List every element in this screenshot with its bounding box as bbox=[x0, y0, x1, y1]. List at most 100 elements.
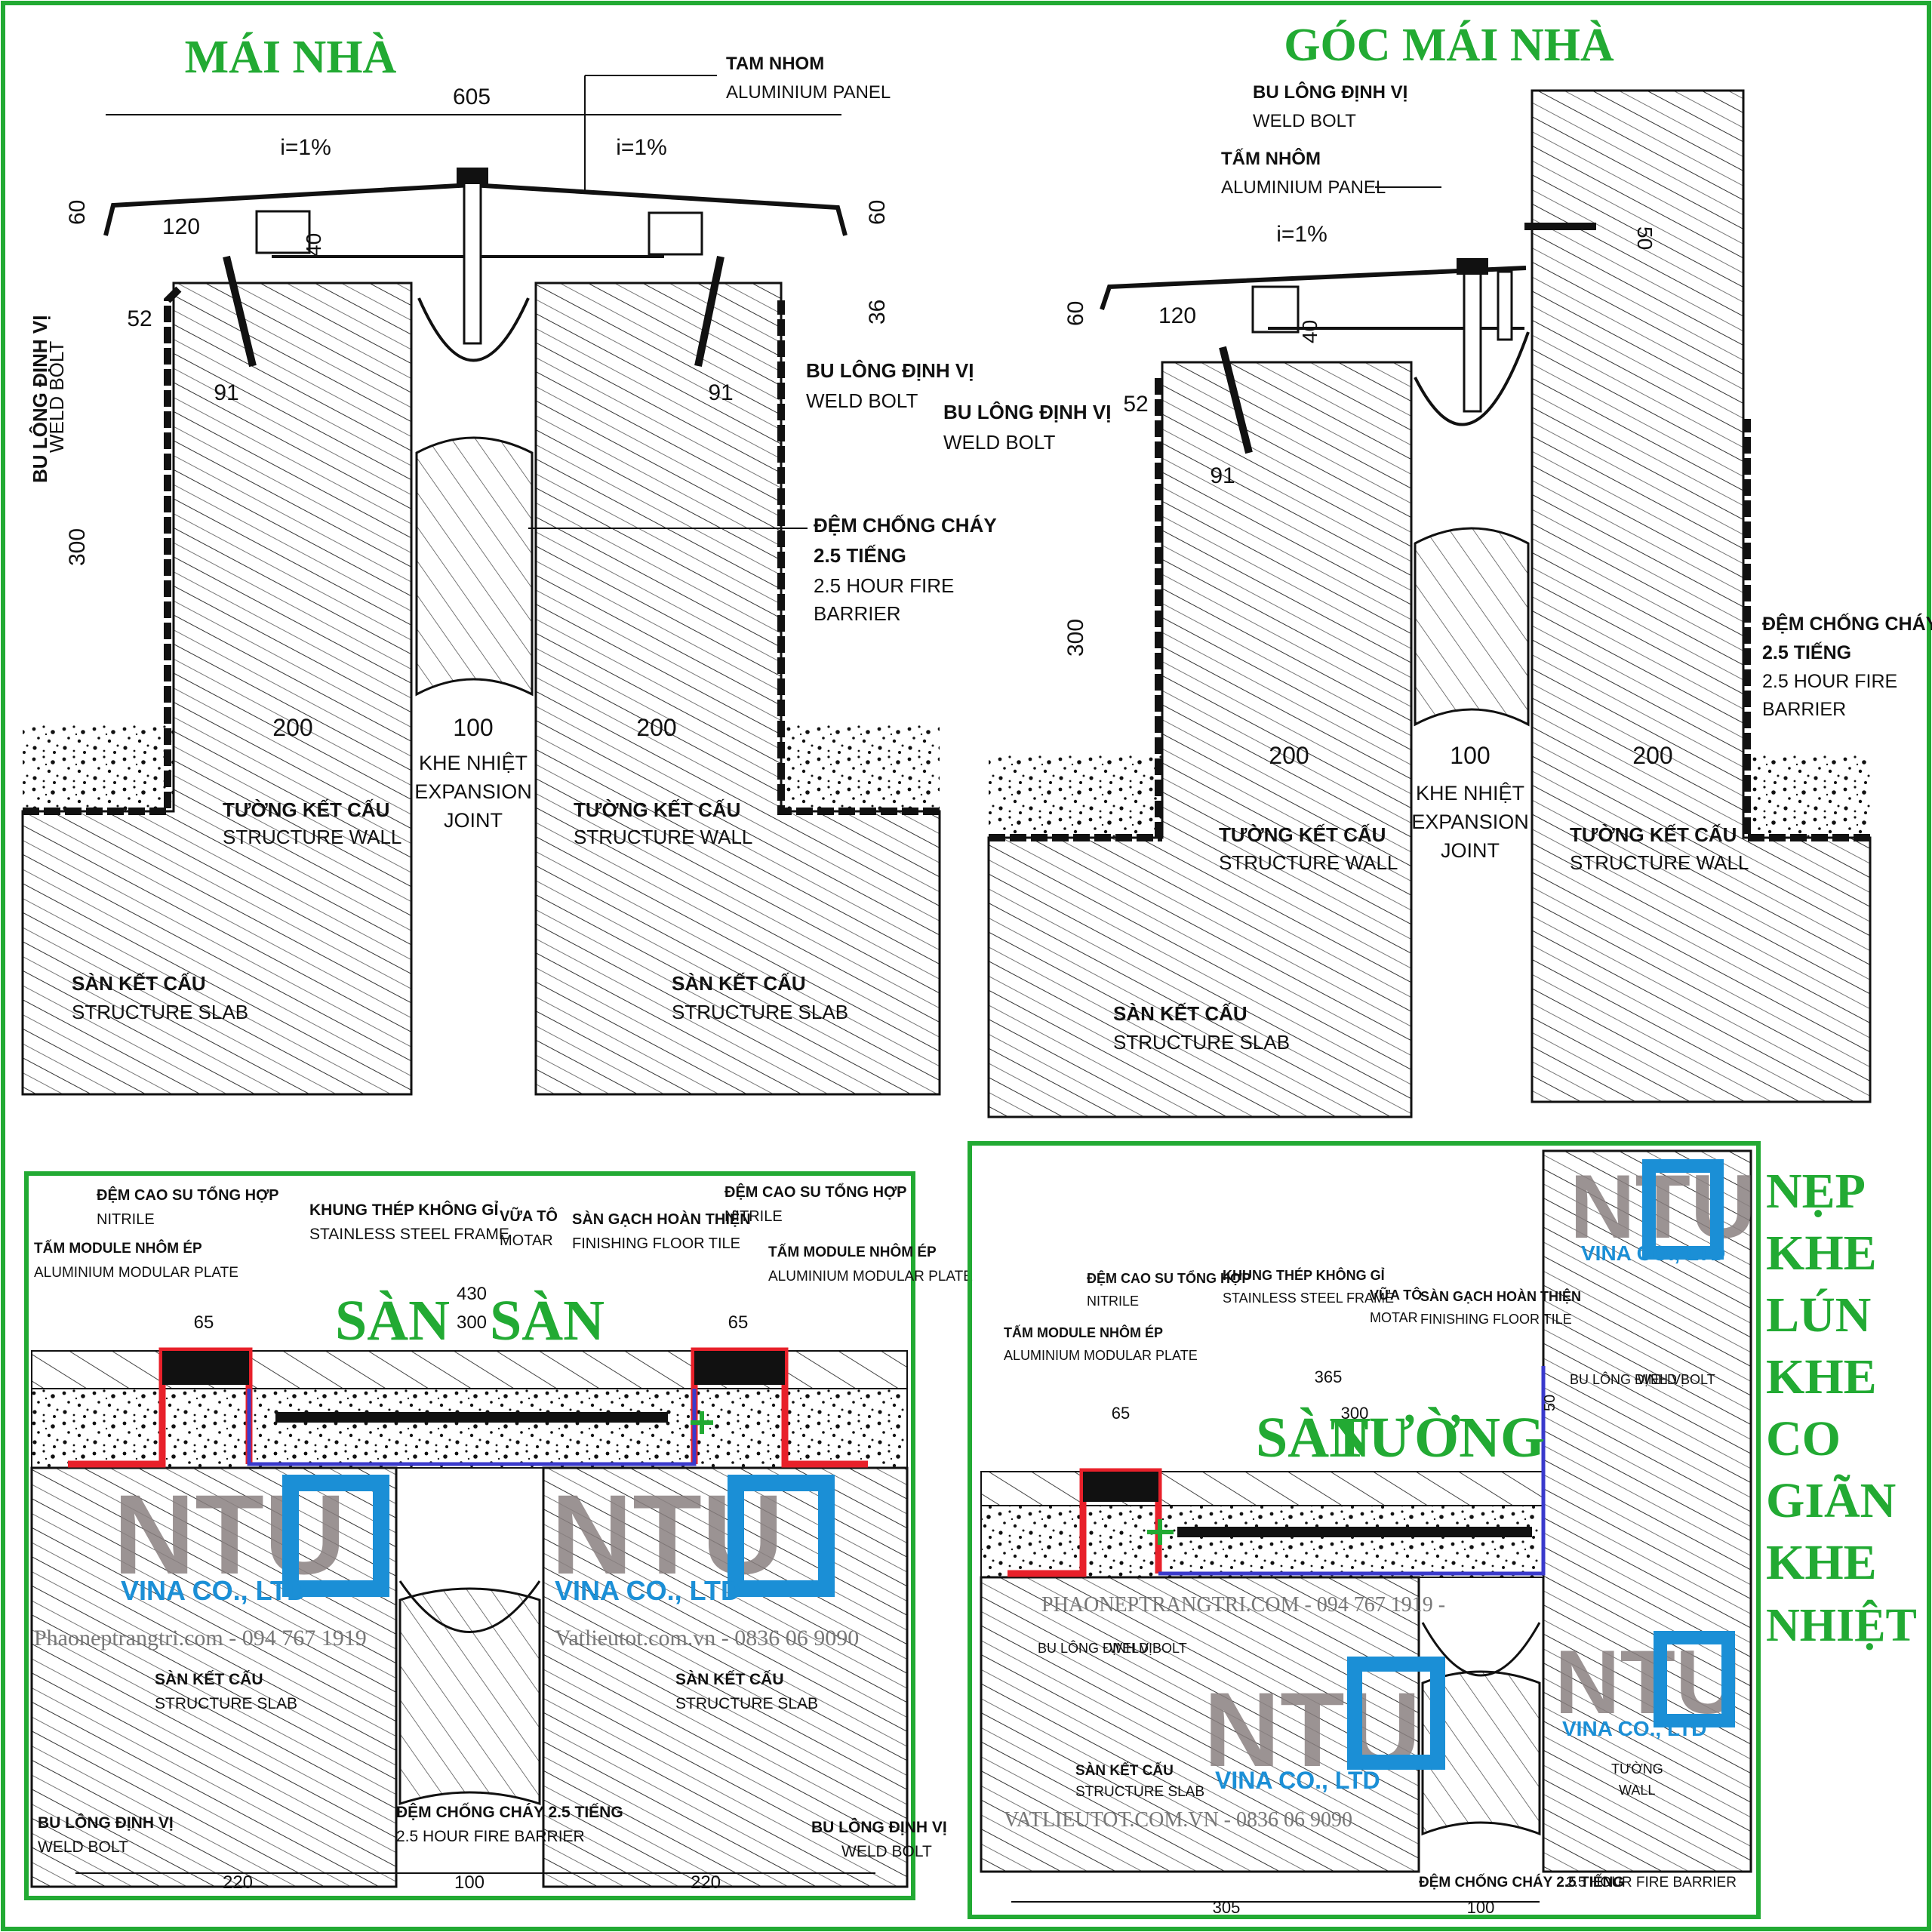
floor-plate-en: ALUMINIUM MODULAR PLATE bbox=[34, 1265, 238, 1281]
roof-bolt-right-vn: BU LÔNG ĐỊNH VỊ bbox=[806, 359, 974, 382]
panel-roof-corner: GÓC MÁI NHÀ i=1% 120 60 40 50 52 91 300 … bbox=[943, 20, 1932, 1118]
fw-dim-65: 65 bbox=[1112, 1404, 1130, 1423]
floor-wall-nitrile bbox=[1083, 1472, 1158, 1502]
corner-fire-barrier bbox=[1414, 527, 1530, 727]
roof-screw-right bbox=[694, 255, 724, 368]
roof-bolt-label-vn: BU LÔNG ĐỊNH VỊ bbox=[29, 315, 51, 483]
fw-bolt-top: BU LÔNG ĐỊNH VỊ bbox=[1570, 1371, 1684, 1387]
corner-gravel-right bbox=[1749, 755, 1870, 838]
panel-roof: MÁI NHÀ 605 i=1% i=1% 120 60 60 40 bbox=[21, 32, 997, 1096]
fw-tile-vn: SÀN GẠCH HOÀN THIỆN bbox=[1420, 1288, 1581, 1304]
roof-dim-91-left: 91 bbox=[214, 380, 238, 405]
floor-wall-mortar-line bbox=[1158, 1366, 1546, 1576]
floor-mortar-vn: VỮA TÔ bbox=[500, 1207, 558, 1225]
corner-wall-right-vn: TƯỜNG KẾT CẤU bbox=[1570, 823, 1737, 846]
roof-expansion-en2: JOINT bbox=[444, 809, 503, 832]
corner-expansion-vn: KHE NHIỆT bbox=[1416, 781, 1524, 804]
corner-dim-52: 52 bbox=[1123, 392, 1148, 417]
fw-fire-en: 2.5 HOUR FIRE BARRIER bbox=[1566, 1875, 1737, 1890]
panel-floor-wall: SÀN TƯỜNG ĐỆM CAO SU TỔNG HỢP NITRILE KH… bbox=[968, 1141, 1761, 1919]
corner-dim-120: 120 bbox=[1158, 303, 1196, 328]
roof-dim-36: 36 bbox=[865, 300, 890, 325]
panel-floor-floor: SÀN SÀN ĐỆM CAO SU TỔNG HỢP NITRILE ĐỆM … bbox=[24, 1171, 973, 1900]
corner-wall-left-vn: TƯỜNG KẾT CẤU bbox=[1219, 823, 1386, 846]
side-title-1: KHE bbox=[1766, 1226, 1877, 1281]
floor-slab-right-vn: SÀN KẾT CẤU bbox=[675, 1671, 784, 1688]
corner-dim-50: 50 bbox=[1633, 226, 1657, 250]
corner-wall-right bbox=[1531, 89, 1872, 1103]
side-title-4: CO bbox=[1766, 1411, 1841, 1466]
roof-dim-200-right: 200 bbox=[636, 714, 676, 741]
roof-dim-120: 120 bbox=[162, 214, 200, 239]
fw-wm-company-right: VINA CO., LTD bbox=[1562, 1717, 1706, 1740]
floor-slab-left-vn: SÀN KẾT CẤU bbox=[155, 1671, 263, 1688]
corner-slab-en: STRUCTURE SLAB bbox=[1113, 1031, 1290, 1054]
corner-membrane-left bbox=[989, 377, 1162, 841]
fw-tile-en: FINISHING FLOOR TILE bbox=[1420, 1312, 1572, 1327]
floor-nitrile-label-vn: ĐỆM CAO SU TỔNG HỢP bbox=[97, 1186, 279, 1204]
roof-bolt-head bbox=[457, 168, 488, 184]
roof-fire-en1: 2.5 HOUR FIRE bbox=[814, 574, 954, 597]
roof-dim-40: 40 bbox=[302, 233, 325, 257]
floor-wm-logo-left: NTU bbox=[113, 1471, 346, 1598]
floor-plate-right-en: ALUMINIUM MODULAR PLATE bbox=[768, 1269, 973, 1284]
corner-bolt-left-en: WELD BOLT bbox=[943, 431, 1055, 454]
roof-dim-60-right: 60 bbox=[865, 200, 890, 225]
floor-watermark-right: NTU VINA CO., LTD Vatlieutot.com.vn - 08… bbox=[551, 1471, 859, 1651]
side-title-6: KHE bbox=[1766, 1535, 1877, 1590]
roof-wall-left-en: STRUCTURE WALL bbox=[223, 826, 401, 848]
roof-dim-60-left: 60 bbox=[65, 200, 90, 225]
roof-dim-605: 605 bbox=[453, 85, 491, 109]
fw-wall-en: WALL bbox=[1619, 1783, 1655, 1798]
floor-slab-right bbox=[542, 1466, 909, 1888]
floor-dim-100: 100 bbox=[454, 1872, 485, 1893]
corner-fire-vn: ĐỆM CHỐNG CHÁY bbox=[1762, 612, 1932, 635]
floor-slab-right-en: STRUCTURE SLAB bbox=[675, 1695, 818, 1712]
floor-nitrile-left bbox=[162, 1351, 249, 1385]
roof-clip-left bbox=[255, 210, 311, 254]
floor-nitrile-right bbox=[694, 1351, 785, 1385]
floor-bolt-right-en: WELD BOLT bbox=[841, 1843, 932, 1860]
corner-gravel-left bbox=[989, 755, 1166, 838]
fw-dim-50: 50 bbox=[1542, 1395, 1558, 1411]
floor-bolt-left-en: WELD BOLT bbox=[38, 1838, 128, 1856]
floor-watermark-left: NTU VINA CO., LTD Phaoneptrangtri.com - … bbox=[34, 1471, 389, 1651]
floor-mortar-line bbox=[247, 1389, 697, 1466]
roof-panel-label-vn: TAM NHOM bbox=[726, 54, 824, 74]
side-title-0: NẸP bbox=[1766, 1164, 1866, 1219]
floor-wall-fire-barrier bbox=[1421, 1670, 1541, 1836]
floor-dim-65-right: 65 bbox=[728, 1312, 749, 1333]
fw-dim-100: 100 bbox=[1467, 1898, 1495, 1917]
fw-wall-vn: TƯỜNG bbox=[1611, 1761, 1663, 1777]
roof-slope-right: i=1% bbox=[616, 135, 667, 160]
floor-nitrile-right-en: NITRILE bbox=[724, 1208, 783, 1225]
corner-wall-right-en: STRUCTURE WALL bbox=[1570, 851, 1749, 874]
roof-wall-right-vn: TƯỜNG KẾT CẤU bbox=[574, 798, 740, 821]
floor-dim-300: 300 bbox=[457, 1312, 487, 1333]
floor-wall-wall bbox=[1542, 1149, 1752, 1873]
fw-dim-305: 305 bbox=[1213, 1898, 1241, 1917]
roof-corner-title: GÓC MÁI NHÀ bbox=[1284, 20, 1614, 71]
roof-wall-right-en: STRUCTURE WALL bbox=[574, 826, 752, 848]
floor-title-left: SÀN bbox=[335, 1289, 450, 1352]
fw-bolt-top-en: WELD BOLT bbox=[1638, 1372, 1715, 1387]
side-title-3: KHE bbox=[1766, 1349, 1877, 1404]
fw-plate-vn: TẤM MODULE NHÔM ÉP bbox=[1004, 1324, 1163, 1340]
roof-expansion-vn: KHE NHIỆT bbox=[419, 751, 528, 774]
floor-floor-screed bbox=[31, 1388, 908, 1469]
side-title-5: GIÃN bbox=[1766, 1473, 1896, 1528]
floor-tile-en: FINISHING FLOOR TILE bbox=[572, 1235, 740, 1252]
fw-site-top: PHAONEPTRANGTRI.COM - 094 767 1919 - bbox=[1041, 1593, 1445, 1617]
fw-slab-vn: SÀN KẾT CẤU bbox=[1075, 1762, 1174, 1779]
fw-wm-logo-top: NTU bbox=[1570, 1156, 1756, 1257]
floor-bolt-left-vn: BU LÔNG ĐỊNH VỊ bbox=[38, 1814, 174, 1832]
floor-frame-vn: KHUNG THÉP KHÔNG GỈ bbox=[309, 1201, 499, 1219]
floor-dim-430: 430 bbox=[457, 1284, 487, 1304]
roof-dim-300: 300 bbox=[65, 528, 90, 566]
floor-dim-220-right: 220 bbox=[691, 1872, 721, 1893]
fw-wm-company-top: VINA CO., LTD bbox=[1581, 1241, 1725, 1265]
corner-membrane-right bbox=[1743, 419, 1870, 841]
corner-loop bbox=[1414, 331, 1530, 426]
side-title-7: NHIỆT bbox=[1766, 1600, 1917, 1651]
roof-gravel-right bbox=[781, 724, 940, 811]
